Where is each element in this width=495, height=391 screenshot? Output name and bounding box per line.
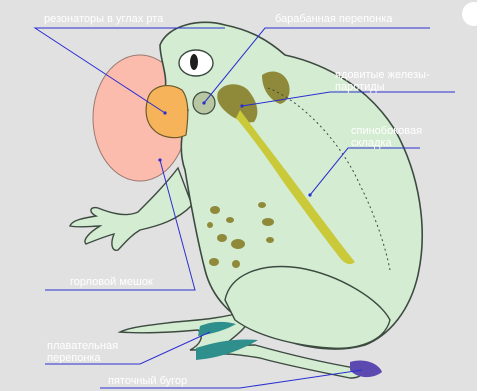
pupil <box>190 54 198 70</box>
wart <box>258 202 266 208</box>
label-heel-tubercle: пяточный бугор <box>108 375 187 387</box>
endpoint-throat-sac <box>158 158 161 161</box>
endpoint-dorsolateral <box>308 193 311 196</box>
label-webbing-1: плавательная <box>47 340 118 352</box>
wart <box>266 237 274 243</box>
endpoint-parotid <box>240 104 243 107</box>
label-parotid-1: ядовитые железы- <box>335 69 430 81</box>
label-parotid-2: паротиды <box>335 81 385 93</box>
corner-circle <box>462 2 486 26</box>
wart <box>231 239 245 249</box>
background-right-margin <box>477 0 495 391</box>
label-eardrum: барабанная перепонка <box>275 13 393 25</box>
wart <box>262 218 274 226</box>
wart <box>226 217 234 223</box>
wart <box>210 206 220 214</box>
wart <box>207 222 213 228</box>
wart <box>232 260 240 268</box>
label-dorsolateral-2: складка <box>351 137 392 149</box>
wart <box>209 258 219 266</box>
label-webbing-2: перепонка <box>47 352 102 364</box>
wart <box>217 234 227 242</box>
label-resonators: резонаторы в углах рта <box>44 13 164 25</box>
endpoint-resonators <box>163 111 166 114</box>
label-throat-sac: горловой мешок <box>70 276 153 288</box>
endpoint-eardrum <box>202 101 205 104</box>
label-dorsolateral-1: спинобоковая <box>351 125 422 137</box>
